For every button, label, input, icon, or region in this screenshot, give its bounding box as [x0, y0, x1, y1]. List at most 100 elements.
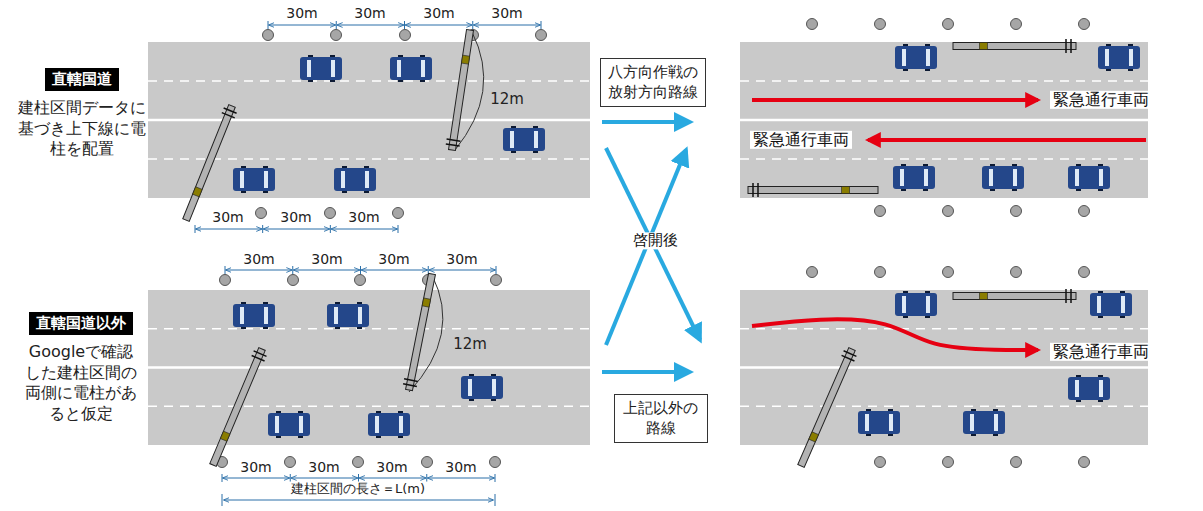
pole-position — [220, 275, 231, 286]
dimension-line — [331, 229, 397, 230]
dimension-line — [428, 478, 494, 479]
pole-position — [393, 208, 404, 219]
pole-position — [943, 267, 954, 278]
pole-position — [943, 19, 954, 30]
dimension-tick — [495, 494, 496, 506]
dimension-tick — [330, 225, 331, 233]
pole-position — [400, 30, 411, 41]
lane-dash — [148, 80, 590, 82]
pole-position — [807, 19, 818, 30]
car — [390, 55, 432, 82]
lane-dash — [740, 80, 1148, 82]
emergency-route — [752, 98, 1038, 102]
fallen-pole — [748, 183, 878, 197]
pole-position — [1011, 267, 1022, 278]
lane-dash — [740, 328, 1148, 330]
pole-position — [1079, 206, 1090, 217]
fallen-pole — [180, 103, 239, 222]
transition-arrow — [602, 120, 690, 124]
car — [327, 302, 369, 329]
dimension-line — [429, 270, 495, 271]
car — [895, 291, 937, 318]
lane-dash — [148, 328, 590, 330]
pole-position — [536, 30, 547, 41]
dimension-line — [337, 25, 403, 26]
center-line — [148, 366, 590, 369]
dimension-line — [223, 478, 289, 479]
pole-position — [1011, 457, 1022, 468]
dimension-label: 30m — [311, 251, 342, 267]
fallen-pole — [402, 273, 439, 392]
pole-position — [263, 30, 274, 41]
fallen-pole — [445, 29, 477, 151]
road-surface — [148, 290, 590, 445]
heading-box: 直轄国道以外 — [29, 312, 133, 335]
dimension-label: 30m — [376, 459, 407, 475]
route-type-box: 上記以外の路線 — [614, 394, 708, 443]
dimension-label: 30m — [243, 251, 274, 267]
road-surface — [740, 42, 1148, 198]
pole-position — [807, 267, 818, 278]
cars — [233, 44, 1140, 438]
car — [1068, 164, 1110, 191]
dimension-label: 30m — [286, 5, 317, 21]
dimension-label: 30m — [212, 209, 243, 225]
pole-position — [875, 267, 886, 278]
center-line — [740, 119, 1148, 122]
pole-position — [875, 206, 886, 217]
car — [334, 166, 376, 193]
car — [1068, 375, 1110, 402]
dimension-label: 建柱区間の長さ＝L(m) — [288, 482, 428, 497]
box-text: 八方向作戦の放射方向路線 — [600, 58, 706, 107]
dimension-line — [269, 25, 335, 26]
car — [963, 409, 1005, 436]
road-type-label: 直轄国道以外Googleで確認した建柱区間の両側に電柱があると仮定 — [10, 312, 152, 425]
route-label: 緊急通行車両 — [1050, 91, 1152, 109]
dimension-lines — [195, 21, 541, 506]
car — [893, 164, 935, 191]
pole-position — [285, 457, 296, 468]
dimension-label: 30m — [240, 459, 271, 475]
fallen-pole — [795, 346, 859, 469]
dimension-line — [406, 25, 472, 26]
lane-dash — [740, 406, 1148, 408]
roads — [148, 42, 1148, 445]
pole-position — [422, 457, 433, 468]
pole-position — [943, 206, 954, 217]
heading-box: 直轄国道 — [45, 68, 119, 91]
dimension-line — [362, 270, 428, 271]
pole-position — [355, 275, 366, 286]
fallen-pole — [207, 346, 269, 467]
dimension-tick — [360, 266, 361, 274]
pole-position — [491, 275, 502, 286]
dimension-tick — [292, 266, 293, 274]
car — [268, 411, 310, 438]
route-label: 緊急通行車両 — [1050, 343, 1152, 361]
fallen-pole — [953, 289, 1076, 303]
car — [368, 411, 410, 438]
road-surface — [740, 290, 1148, 445]
transition-label: 啓開後 — [630, 232, 681, 249]
pole-position — [1079, 267, 1090, 278]
dimension-tick — [336, 21, 337, 29]
car — [1098, 44, 1140, 71]
dimension-tick — [541, 21, 542, 29]
dimension-label: 12m — [453, 336, 487, 353]
pole-position — [256, 208, 267, 219]
dimension-label: 12m — [490, 91, 524, 108]
dimension-label: 30m — [491, 5, 522, 21]
transition-arrow — [606, 150, 686, 345]
pole-position — [353, 457, 364, 468]
pole-position — [1079, 19, 1090, 30]
dimension-tick — [225, 266, 226, 274]
dimension-tick — [496, 266, 497, 274]
transition-arrow — [602, 370, 690, 374]
pole-position — [1011, 206, 1022, 217]
pole-position — [875, 19, 886, 30]
car — [461, 374, 503, 401]
lane-dash — [148, 406, 590, 408]
dimension-label: 30m — [423, 5, 454, 21]
dimension-label: 30m — [280, 209, 311, 225]
dimension-tick — [495, 474, 496, 482]
road-surface — [148, 42, 590, 198]
